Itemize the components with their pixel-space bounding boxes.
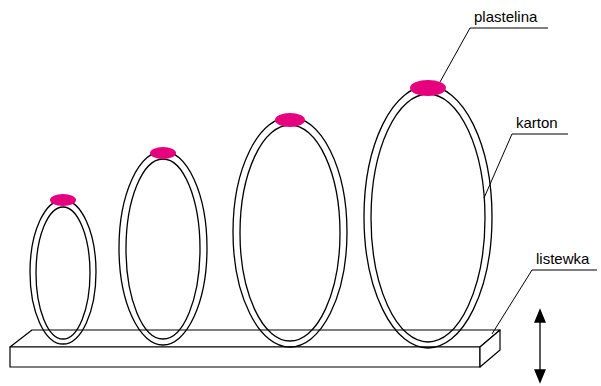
plasticine-blob — [410, 80, 446, 96]
ring-inner — [240, 125, 340, 341]
ring-inner — [371, 94, 485, 342]
arrow-head — [535, 370, 545, 382]
part-label: plastelina — [474, 8, 537, 26]
strip-side — [480, 330, 500, 367]
leader-line — [440, 28, 470, 82]
motion-arrow-shaft — [539, 318, 540, 374]
ring-outer — [30, 200, 96, 344]
part-label: listewka — [536, 250, 589, 268]
label-underline — [532, 270, 597, 271]
leader-line — [484, 134, 512, 198]
strip-front — [10, 347, 480, 367]
ring-inner — [126, 159, 200, 339]
ring-inner — [36, 207, 90, 339]
arrow-head — [535, 310, 545, 322]
plasticine-blob — [150, 147, 176, 159]
plasticine-blob — [50, 194, 76, 206]
ring-outer — [233, 117, 347, 347]
plasticine-blob — [275, 113, 305, 127]
part-label: karton — [516, 114, 558, 132]
ring-outer — [364, 86, 492, 348]
leader-line — [492, 270, 532, 334]
strip-top — [10, 330, 500, 347]
ring-outer — [119, 151, 207, 345]
label-underline — [470, 28, 548, 29]
label-underline — [512, 134, 568, 135]
